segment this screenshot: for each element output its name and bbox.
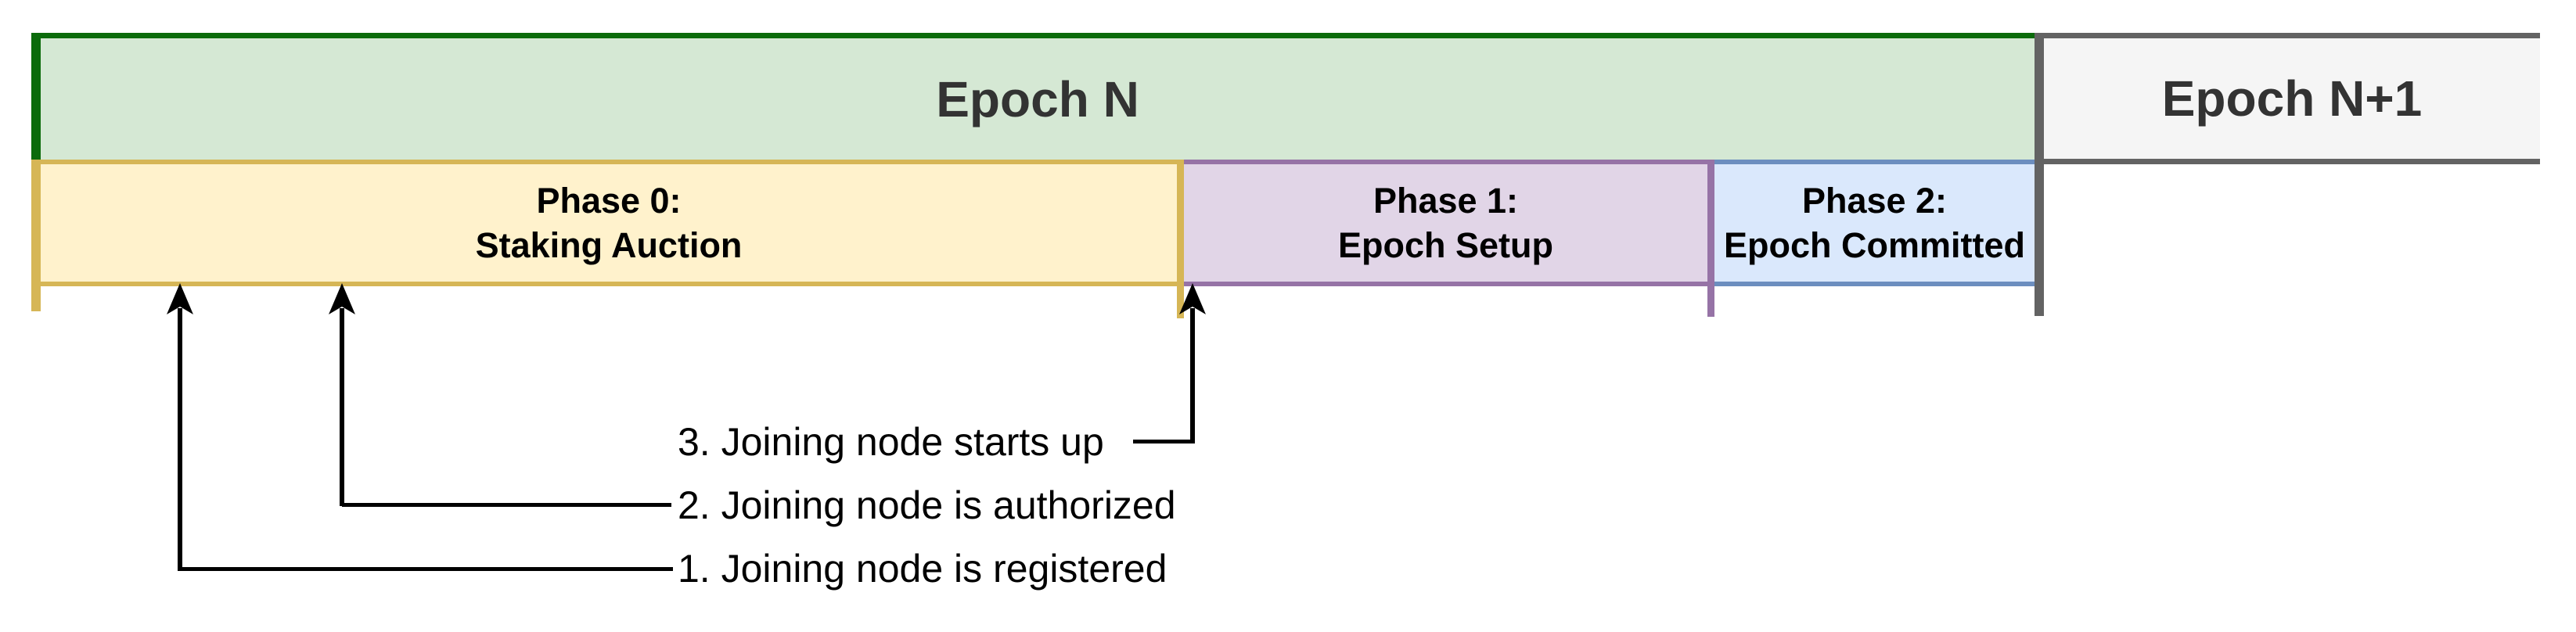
event3-arrow-stem [1190, 308, 1195, 443]
phase2-bar: Phase 2: Epoch Committed [1714, 160, 2035, 286]
epoch-n-label: Epoch N [936, 70, 1139, 127]
epoch-n-bar: Epoch N [41, 33, 2035, 160]
phase2-title: Phase 2: [1801, 181, 1948, 221]
phase0-bar: Phase 0: Staking Auction [41, 160, 1177, 286]
phase2-subtitle: Epoch Committed [1723, 225, 2025, 265]
event1-label: 1. Joining node is registered [678, 547, 1167, 591]
phase1-phase2-boundary-tick [1707, 160, 1714, 317]
phase0-start-tick [31, 160, 41, 311]
phase1-subtitle: Epoch Setup [1337, 225, 1553, 265]
event3-arrowhead-up-icon [1179, 283, 1206, 314]
phase0-phase1-boundary-tick [1177, 160, 1184, 318]
event2-connector-line [342, 503, 671, 507]
event3-label: 3. Joining node starts up [678, 420, 1104, 464]
event2-label: 2. Joining node is authorized [678, 483, 1176, 527]
phase0-subtitle: Staking Auction [475, 225, 743, 265]
epoch-n-start-marker [31, 33, 41, 160]
epoch-n1-label: Epoch N+1 [2161, 70, 2423, 127]
event1-arrowhead-up-icon [167, 283, 193, 314]
epoch-n1-bar: Epoch N+1 [2044, 33, 2540, 164]
phase1-title: Phase 1: [1373, 181, 1519, 221]
event1-connector-line [180, 567, 673, 571]
phase0-title: Phase 0: [536, 181, 682, 221]
phase1-bar: Phase 1: Epoch Setup [1184, 160, 1707, 286]
epoch-boundary-divider [2035, 33, 2044, 316]
event1-arrow-stem [178, 308, 182, 571]
event3-connector-line [1133, 440, 1195, 443]
event2-arrowhead-up-icon [329, 283, 355, 314]
event2-arrow-stem [340, 308, 344, 506]
